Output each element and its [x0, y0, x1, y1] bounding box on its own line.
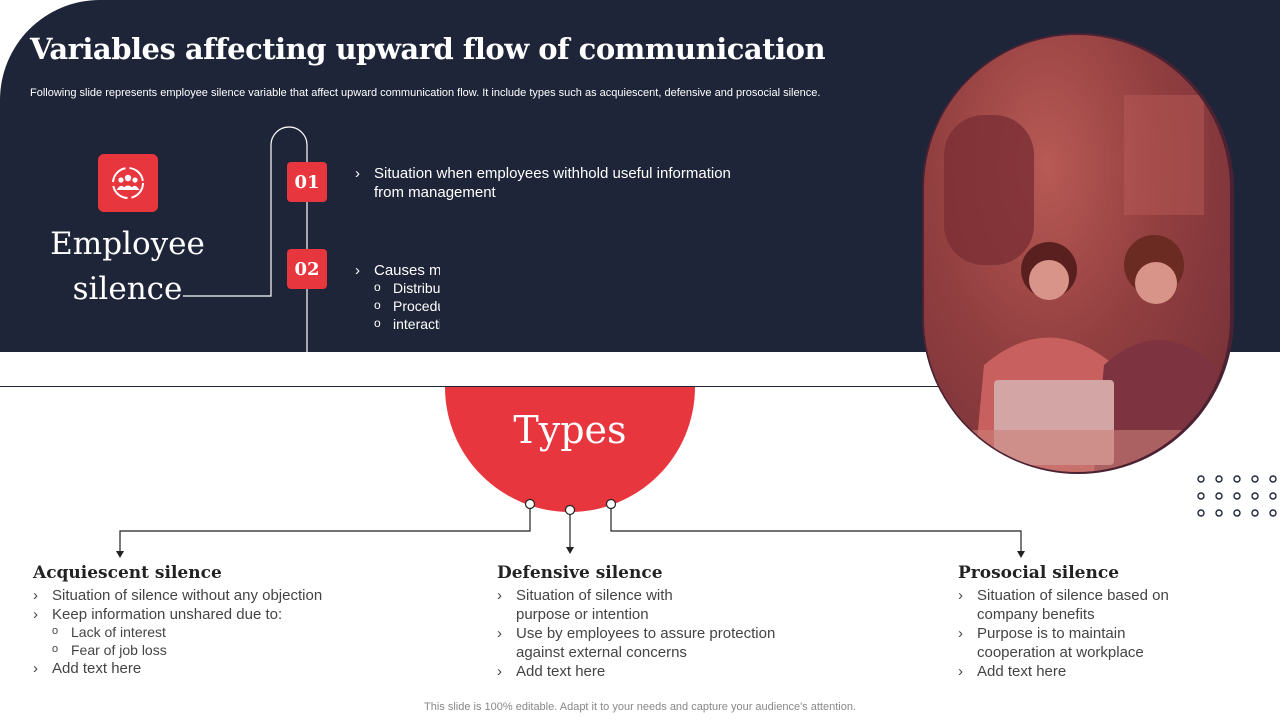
employee-silence-title-line1: Employee [50, 226, 205, 262]
prosocial-bullet-cont-text: company benefits [977, 606, 1095, 623]
chevron-icon: › [355, 262, 360, 279]
prosocial-bullet-cont: company benefits [958, 605, 1169, 624]
point-number-01: 01 [287, 162, 327, 202]
prosocial-bullet: Situation of silence based on [958, 586, 1169, 605]
point-number-02: 02 [287, 249, 327, 289]
types-circle-mask [440, 252, 700, 352]
defensive-bullet-cont: against external concerns [497, 643, 775, 662]
slide-subtitle: Following slide represents employee sile… [30, 87, 821, 99]
acquiescent-column: Acquiescent silence Situation of silence… [33, 563, 322, 678]
connector-lines [183, 126, 308, 352]
acquiescent-title: Acquiescent silence [33, 563, 222, 583]
prosocial-bullet: Add text here [958, 662, 1169, 681]
defensive-bullet: Add text here [497, 662, 775, 681]
point-text-01: › Situation when employees withhold usef… [355, 164, 731, 202]
team-cycle-icon [98, 154, 158, 212]
defensive-bullet-cont-text: purpose or intention [516, 606, 649, 623]
point-text-01-line2: from management [374, 184, 496, 201]
employee-silence-title-line2: silence [72, 271, 183, 307]
defensive-bullet-cont: purpose or intention [497, 605, 775, 624]
prosocial-bullet-cont: cooperation at workplace [958, 643, 1169, 662]
slide-title: Variables affecting upward flow of commu… [30, 32, 826, 66]
dots-decoration [1197, 475, 1277, 517]
defensive-bullet-cont-text: against external concerns [516, 644, 687, 661]
prosocial-bullet-cont-text: cooperation at workplace [977, 644, 1144, 661]
defensive-column: Defensive silence Situation of silence w… [497, 563, 775, 681]
defensive-bullet: Situation of silence with [497, 586, 775, 605]
team-photo [924, 35, 1230, 472]
acquiescent-bullet: Add text here [33, 659, 322, 678]
acquiescent-sub-bullet: Fear of job loss [33, 641, 322, 660]
prosocial-bullet: Purpose is to maintain [958, 624, 1169, 643]
acquiescent-bullet: Keep information unshared due to: [33, 605, 322, 624]
types-circle-gap [440, 352, 700, 387]
prosocial-column: Prosocial silence Situation of silence b… [958, 563, 1169, 681]
footer-note: This slide is 100% editable. Adapt it to… [424, 701, 856, 713]
defensive-title: Defensive silence [497, 563, 663, 583]
chevron-icon: › [355, 165, 360, 182]
photo-frame [922, 33, 1250, 474]
employee-silence-title: Employee silence [40, 222, 215, 312]
defensive-bullet: Use by employees to assure protection [497, 624, 775, 643]
point-text-01-line1: Situation when employees withhold useful… [374, 165, 731, 182]
prosocial-title: Prosocial silence [958, 563, 1120, 583]
types-label: Types [513, 408, 627, 452]
acquiescent-bullet: Situation of silence without any objecti… [33, 586, 322, 605]
types-connectors [116, 498, 1025, 558]
acquiescent-sub-bullet: Lack of interest [33, 623, 322, 642]
